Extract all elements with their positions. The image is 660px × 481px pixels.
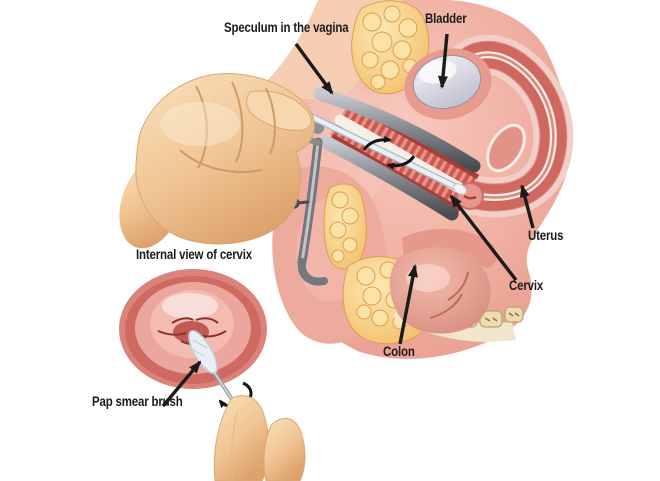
arrow-to-uterus [519,184,535,229]
rotation-arrows-canal [362,135,416,170]
arrow-to-cervix [449,194,518,282]
fat-tissue-upper [351,0,430,95]
label-colon: Colon [383,344,415,359]
label-pap-brush: Pap smear brush [92,394,183,409]
label-internal-view: Internal view of cervix [136,247,252,262]
label-bladder: Bladder [425,11,467,26]
label-uterus: Uterus [528,228,564,243]
finger [263,417,306,481]
uterus-shape [432,34,574,218]
fat-tissue-mid [323,183,367,270]
cervix-internal-view [119,269,288,481]
arrow-to-bladder [438,33,449,89]
speculum-upper-blade [313,87,481,173]
label-speculum: Speculum in the vagina [224,20,349,35]
arrow-to-colon [398,264,418,345]
examiner-hand [119,73,315,249]
arrow-to-pap-brush [161,360,202,408]
arrow-to-speculum [294,42,334,95]
rotation-arrow-icon [386,155,416,170]
label-cervix: Cervix [509,278,544,293]
pelvic-cross-section [262,0,574,359]
annotation-arrows [161,33,535,408]
rotation-arrow-icon [362,135,392,151]
speculum-lower-blade [319,135,459,221]
speculum-handle-hook [297,258,328,286]
patient-brush-hand [213,395,306,481]
finger [213,395,270,481]
index-finger [246,90,312,131]
pap-brush-in-canal [298,108,467,195]
